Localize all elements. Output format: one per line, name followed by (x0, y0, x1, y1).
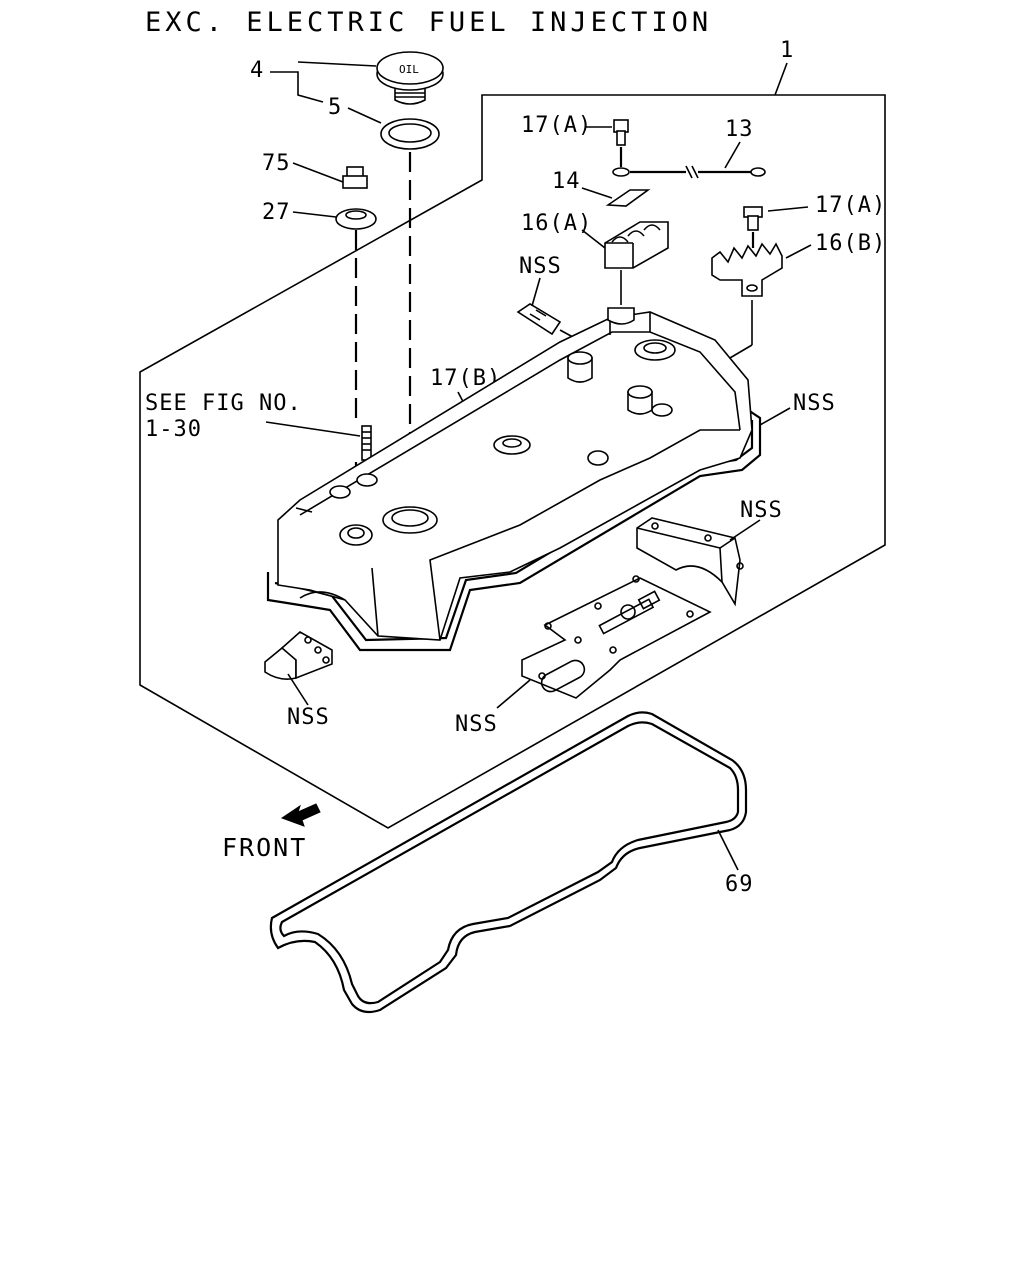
harness-bracket-16b (711, 242, 783, 297)
callout-17a-right: 17(A) (815, 193, 886, 218)
callout-13: 13 (725, 117, 754, 142)
leader-4-5 (270, 71, 324, 103)
leader-nss-bracket (729, 519, 761, 541)
see-fig-line1: SEE FIG NO. (145, 391, 302, 416)
callout-16a: 16(A) (521, 211, 592, 236)
callout-1: 1 (780, 38, 794, 63)
callout-nss-plate: NSS (455, 712, 498, 737)
leader-1 (774, 62, 788, 96)
bolt-grommet-27 (335, 208, 377, 230)
assembly-outline (139, 94, 886, 829)
leader-16b (785, 244, 812, 259)
cap-gasket (380, 118, 440, 150)
callout-5: 5 (328, 95, 342, 120)
leader-14 (581, 187, 613, 199)
callout-17a-top: 17(A) (521, 113, 592, 138)
callout-69: 69 (725, 872, 754, 897)
leader-75 (292, 162, 344, 183)
leader-4 (297, 61, 377, 67)
callout-4: 4 (250, 58, 264, 83)
leader-13 (724, 141, 741, 169)
front-arrow-icon (280, 803, 321, 827)
callout-14: 14 (552, 169, 581, 194)
baffle-bracket-left (264, 631, 333, 680)
callout-16b: 16(B) (815, 231, 886, 256)
clip-14 (605, 189, 651, 207)
oil-filler-cap: OIL (376, 51, 444, 105)
leader-27 (292, 211, 337, 218)
baffle-bracket-right (636, 517, 744, 607)
baffle-plate (521, 575, 712, 699)
bolt-17a-top (613, 119, 629, 146)
leader-69 (717, 829, 739, 871)
callout-nss-bracket: NSS (740, 498, 783, 523)
callout-nss-left: NSS (287, 705, 330, 730)
leader-nss-plate (496, 679, 531, 709)
oil-cap-label: OIL (399, 63, 419, 76)
cover-bolt-75 (342, 166, 368, 189)
leader-nss-right (759, 407, 791, 426)
stud-bolt (361, 425, 372, 461)
leader-see-fig (265, 421, 361, 437)
leader-nss-left (287, 673, 309, 706)
leader-nss-sensor (531, 277, 541, 307)
ground-cable-13 (612, 165, 766, 179)
see-fig-line2: 1-30 (145, 417, 202, 442)
callout-nss-right: NSS (793, 391, 836, 416)
head-cover-gasket-69 (269, 711, 748, 1014)
callout-27: 27 (262, 200, 291, 225)
cylinder-head-cover (266, 307, 762, 652)
diagram-title: EXC. ELECTRIC FUEL INJECTION (145, 7, 712, 38)
harness-bracket-16a (604, 221, 669, 269)
leader-16a (581, 229, 606, 249)
leader-5 (347, 107, 382, 124)
front-label: FRONT (222, 833, 307, 862)
callout-nss-sensor: NSS (519, 254, 562, 279)
temperature-sensor (516, 303, 562, 336)
callout-75: 75 (262, 151, 291, 176)
leader-17a-right (767, 206, 809, 212)
bolt-17a-right (743, 206, 763, 231)
